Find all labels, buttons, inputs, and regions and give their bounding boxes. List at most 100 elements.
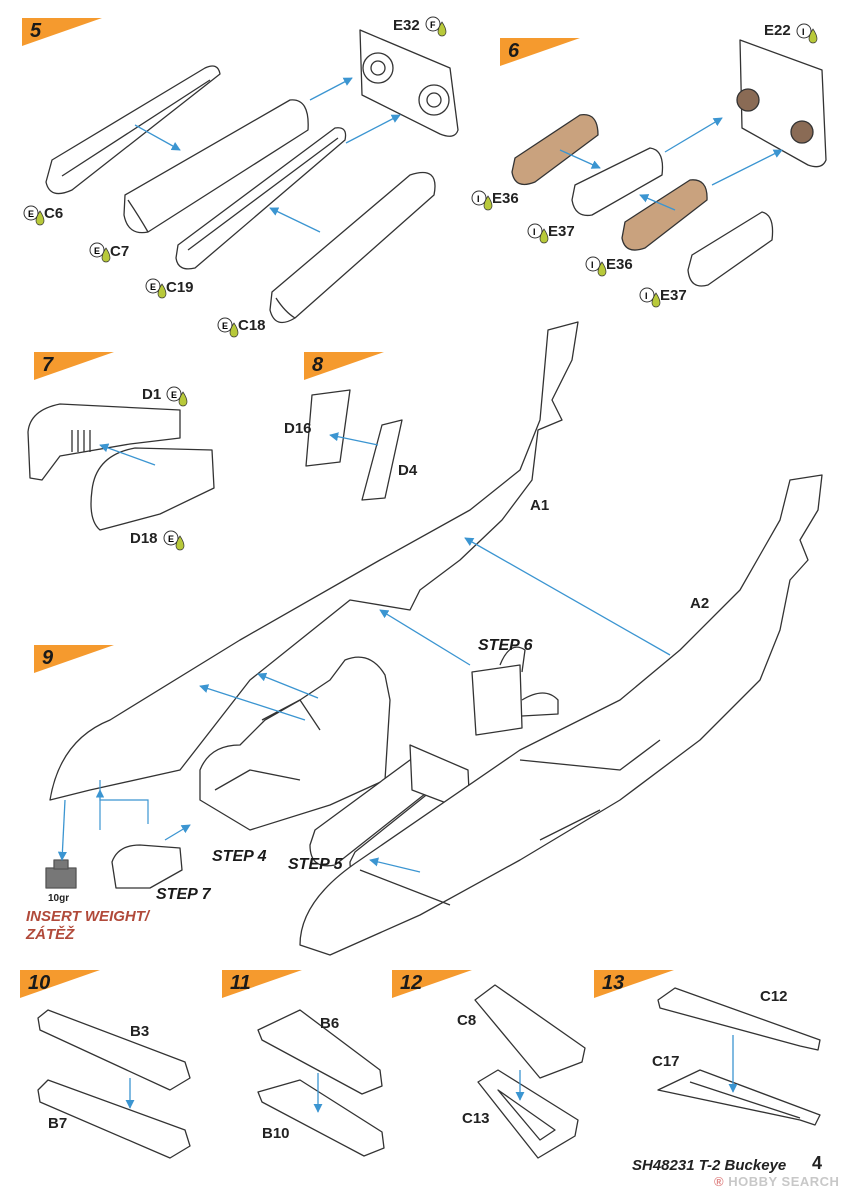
step-ref-6: STEP 6	[478, 637, 533, 654]
step6-bulkhead-e22	[736, 39, 827, 168]
step12-part-c8	[474, 984, 586, 1079]
step7-part-d1	[27, 403, 181, 481]
weight-amount: 10gr	[48, 893, 70, 904]
paint-badge-f-icon: F	[425, 16, 447, 37]
badge-letter: I	[802, 27, 805, 37]
step-ref-5: STEP 5	[288, 856, 343, 873]
step8-part-d4	[361, 419, 403, 501]
step-number: 8	[312, 354, 324, 376]
step5-duct-c19	[175, 127, 347, 270]
part-label-e32: E32	[393, 17, 420, 34]
step-badge-12: 12	[392, 970, 472, 998]
step-number: 11	[230, 972, 251, 994]
part-label-b6: B6	[320, 1015, 340, 1032]
step11-part-b6	[257, 1009, 383, 1095]
part-label-b10: B10	[262, 1125, 290, 1142]
step-badge-9: 9	[34, 645, 114, 673]
part-label-c13: C13	[462, 1110, 490, 1127]
step-number: 13	[602, 972, 625, 994]
part-label-d1: D1	[142, 386, 162, 403]
part-label-b7: B7	[48, 1115, 68, 1132]
part-label-d18: D18	[130, 530, 158, 547]
step13-part-c12	[657, 987, 821, 1051]
step5-duct-c18	[269, 171, 436, 324]
step10-part-b7	[37, 1079, 191, 1159]
step5-duct-c7	[123, 99, 309, 234]
badge-letter: E	[28, 209, 34, 219]
paint-badge-e-icon: E	[166, 386, 188, 407]
part-label-c12: C12	[760, 988, 788, 1005]
part-label-c17: C17	[652, 1053, 680, 1070]
step-badge-6: 6	[500, 38, 580, 66]
step-number: 7	[42, 354, 54, 376]
main-nose-weight-part	[111, 844, 183, 889]
part-label-d4: D4	[398, 462, 418, 479]
part-label-c8: C8	[457, 1012, 477, 1029]
paint-badge-e-icon: E	[23, 205, 45, 226]
part-label-c7: C7	[110, 243, 130, 260]
page-number: 4	[812, 1153, 823, 1173]
badge-letter: I	[533, 227, 536, 237]
part-label-e37: E37	[660, 287, 687, 304]
part-label-d16: D16	[284, 420, 312, 437]
paint-badge-i-icon: I	[796, 23, 818, 44]
step-badge-10: 10	[20, 970, 100, 998]
insert-weight-line2: ZÁTĚŽ	[26, 926, 75, 943]
part-label-c6: C6	[44, 205, 64, 222]
paint-badge-e-icon: E	[163, 530, 185, 551]
badge-letter: F	[430, 20, 436, 30]
part-label-e36: E36	[606, 256, 633, 273]
part-label-e36: E36	[492, 190, 519, 207]
part-label-e22: E22	[764, 22, 791, 39]
paint-badge-i-icon: I	[585, 256, 607, 277]
step6-duct-e37-upper	[571, 147, 664, 217]
step8-part-d16	[305, 389, 351, 467]
step5-bulkhead-e32	[359, 29, 459, 137]
badge-letter: I	[477, 194, 480, 204]
paint-badge-e-icon: E	[145, 278, 167, 299]
badge-letter: E	[94, 246, 100, 256]
badge-letter: E	[150, 282, 156, 292]
step13-part-c17	[657, 1069, 821, 1126]
part-label-a1: A1	[530, 497, 550, 514]
step-number: 6	[508, 40, 520, 62]
step-number: 5	[30, 20, 42, 42]
step-number: 9	[42, 647, 54, 669]
paint-badge-e-icon: E	[89, 242, 111, 263]
paint-badge-i-icon: I	[471, 190, 493, 211]
step10-part-b3	[37, 1009, 191, 1091]
step-badge-7: 7	[34, 352, 114, 380]
fuselage-half-a2	[299, 474, 823, 956]
step-number: 10	[28, 972, 51, 994]
insert-weight-label: INSERT WEIGHT/ ZÁTĚŽ	[26, 908, 149, 944]
step-badge-11: 11	[222, 970, 302, 998]
paint-badge-i-icon: I	[639, 287, 661, 308]
part-label-e37: E37	[548, 223, 575, 240]
main-step6-bulkhead	[471, 646, 559, 736]
step5-duct-c6	[45, 65, 221, 195]
nose-weight	[45, 859, 77, 889]
step6-duct-e37-lower	[687, 211, 774, 287]
step-number: 12	[400, 972, 423, 994]
badge-letter: E	[222, 321, 228, 331]
fuselage-half-a1	[49, 321, 579, 801]
badge-letter: I	[591, 260, 594, 270]
paint-badge-e-icon: E	[217, 317, 239, 338]
badge-letter: E	[171, 390, 177, 400]
step-badge-13: 13	[594, 970, 674, 998]
step11-part-b10	[257, 1079, 385, 1157]
step-badge-5: 5	[22, 18, 102, 46]
badge-letter: E	[168, 534, 174, 544]
badge-letter: I	[645, 291, 648, 301]
step6-duct-e36-lower	[621, 179, 708, 251]
part-label-c19: C19	[166, 279, 194, 296]
kit-title: SH48231 T-2 Buckeye	[632, 1157, 787, 1174]
watermark-brand: HOBBY SEARCH	[728, 1174, 840, 1189]
part-label-c18: C18	[238, 317, 266, 334]
watermark: ® HOBBY SEARCH	[714, 1174, 839, 1189]
part-label-a2: A2	[690, 595, 710, 612]
part-label-b3: B3	[130, 1023, 150, 1040]
step7-part-d18	[90, 447, 215, 531]
